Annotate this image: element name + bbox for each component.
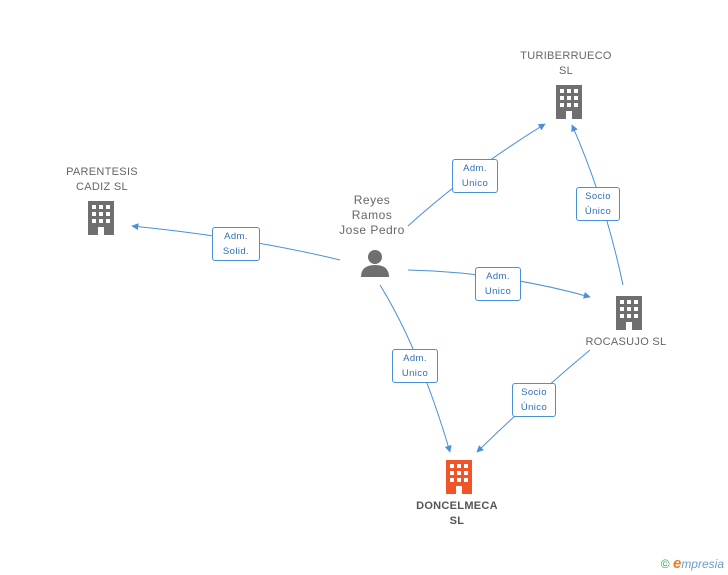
parentesis-building-icon[interactable] — [88, 201, 114, 235]
turiberrueco-label[interactable]: TURIBERRUECO SL — [506, 49, 626, 79]
copyright-symbol: © — [660, 557, 670, 571]
edge-label-person-parentesis: Adm. Solid. — [212, 227, 260, 261]
rocasujo-label-line1: ROCASUJO SL — [585, 336, 667, 348]
parentesis-label-line1: PARENTESIS — [66, 166, 138, 178]
parentesis-label-line2: CADIZ SL — [76, 181, 128, 193]
person-label-line2: Ramos — [351, 208, 393, 222]
person-label[interactable]: Reyes Ramos Jose Pedro — [322, 193, 422, 238]
edge-label-person-turiberrueco: Adm. Unico — [452, 159, 498, 193]
turiberrueco-label-line1: TURIBERRUECO — [520, 50, 612, 62]
doncelmeca-label-line2: SL — [449, 515, 465, 527]
doncelmeca-building-icon[interactable] — [446, 460, 472, 494]
person-icon[interactable] — [361, 250, 389, 277]
turiberrueco-building-icon[interactable] — [556, 85, 582, 119]
edge-label-rocasujo-turiberrueco: Socio Único — [576, 187, 620, 221]
parentesis-label[interactable]: PARENTESIS CADIZ SL — [42, 165, 162, 195]
doncelmeca-label-line1: DONCELMECA — [416, 500, 498, 512]
edge-label-person-doncelmeca: Adm. Unico — [392, 349, 438, 383]
turiberrueco-label-line2: SL — [558, 65, 574, 77]
person-label-line1: Reyes — [353, 193, 391, 207]
rocasujo-building-icon[interactable] — [616, 296, 642, 330]
edge-label-person-rocasujo: Adm. Unico — [475, 267, 521, 301]
empresia-logo-text: mpresia — [681, 557, 724, 571]
doncelmeca-label[interactable]: DONCELMECA SL — [397, 499, 517, 529]
empresia-logo[interactable]: empresia — [672, 555, 724, 572]
rocasujo-label[interactable]: ROCASUJO SL — [566, 335, 686, 350]
empresia-logo-initial: e — [672, 555, 682, 572]
person-label-line3: Jose Pedro — [339, 223, 405, 237]
footer-branding: © empresia — [661, 555, 724, 572]
edge-label-rocasujo-doncelmeca: Socio Único — [512, 383, 556, 417]
